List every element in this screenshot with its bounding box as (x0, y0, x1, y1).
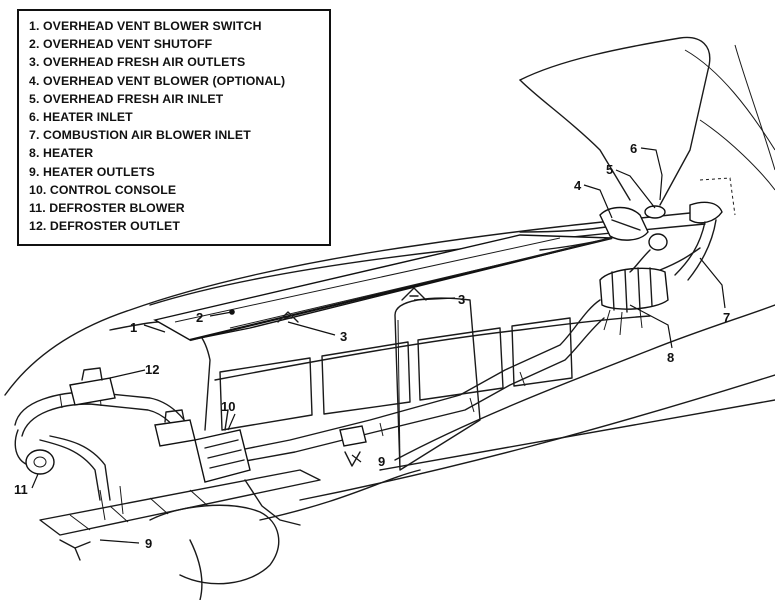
legend-box: 1. OVERHEAD VENT BLOWER SWITCH 2. OVERHE… (17, 9, 331, 246)
callout-6: 6 (630, 141, 637, 156)
legend-item-11: 11. DEFROSTER BLOWER (29, 201, 185, 216)
overhead-vent-blower (539, 205, 666, 251)
cabin-windows (219, 297, 573, 471)
callout-9b: 9 (145, 536, 152, 551)
callout-3a: 3 (340, 329, 347, 344)
legend-item-12: 12. DEFROSTER OUTLET (29, 219, 180, 234)
legend-item-6: 6. HEATER INLET (29, 110, 133, 125)
callout-12: 12 (145, 362, 159, 377)
legend-item-8: 8. HEATER (29, 146, 94, 161)
heater-floor-duct (239, 299, 605, 467)
legend-item-10: 10. CONTROL CONSOLE (29, 182, 177, 197)
floor-structure (39, 469, 321, 600)
callout-3b: 3 (458, 292, 465, 307)
callout-9a: 9 (378, 454, 385, 469)
callout-labels: 1 2 3 3 4 5 6 7 8 9 9 10 11 12 (14, 141, 730, 551)
callout-5: 5 (606, 162, 613, 177)
heater-unit (599, 233, 701, 336)
callout-4: 4 (574, 178, 582, 193)
overhead-duct-panel (153, 221, 631, 342)
heater-inlet-duct (674, 177, 736, 281)
wing-outline (519, 36, 775, 206)
fuselage-outline (4, 211, 775, 521)
legend-item-5: 5. OVERHEAD FRESH AIR INLET (29, 91, 224, 106)
legend-item-9: 9. HEATER OUTLETS (29, 164, 155, 179)
control-console (194, 409, 251, 483)
leader-lines (31, 147, 726, 544)
callout-11: 11 (14, 482, 28, 497)
fresh-air-outlets (277, 287, 427, 323)
legend-item-3: 3. OVERHEAD FRESH AIR OUTLETS (29, 55, 246, 70)
legend-item-1: 1. OVERHEAD VENT BLOWER SWITCH (29, 19, 262, 33)
callout-10: 10 (221, 399, 235, 414)
legend-item-4: 4. OVERHEAD VENT BLOWER (OPTIONAL) (29, 73, 286, 88)
callout-1: 1 (130, 320, 137, 335)
legend-item-7: 7. COMBUSTION AIR BLOWER INLET (29, 128, 251, 143)
defroster-blower (25, 449, 55, 475)
defroster-outlets (69, 367, 196, 447)
callout-7: 7 (723, 310, 730, 325)
callout-2: 2 (196, 310, 203, 325)
callout-8: 8 (667, 350, 674, 365)
legend-item-2: 2. OVERHEAD VENT SHUTOFF (29, 37, 213, 52)
